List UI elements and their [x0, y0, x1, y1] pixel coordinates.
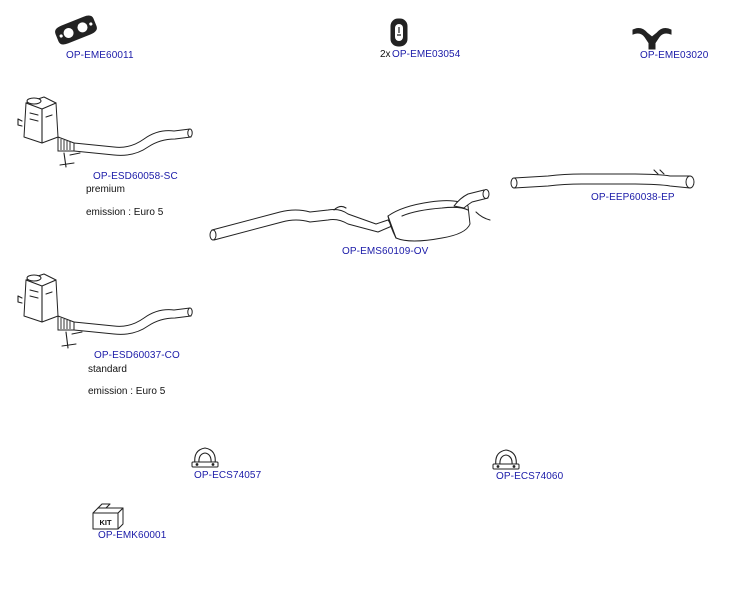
variant-label-esd60058: premium	[86, 184, 125, 195]
part-code-esd60037[interactable]: OP-ESD60037-CO	[94, 350, 180, 361]
variant-label-esd60037: standard	[88, 364, 127, 375]
part-code-eme03054[interactable]: OP-EME03054	[392, 49, 461, 60]
exhaust-gasket-icon	[55, 15, 97, 45]
pipe-clamp-icon	[191, 447, 219, 468]
dpf-downpipe-icon	[17, 273, 193, 349]
part-code-ecs74060[interactable]: OP-ECS74060	[496, 471, 564, 482]
emission-label-esd60037: emission : Euro 5	[88, 386, 166, 397]
part-code-emk60001[interactable]: OP-EMK60001	[98, 530, 167, 541]
middle-silencer-pipe-icon	[209, 189, 491, 242]
part-code-esd60058[interactable]: OP-ESD60058-SC	[93, 171, 178, 182]
mounting-kit-box-icon: KIT	[92, 503, 124, 530]
part-code-ems60109[interactable]: OP-EMS60109-OV	[342, 246, 429, 257]
rubber-hanger-icon	[390, 18, 408, 47]
part-code-eme03020[interactable]: OP-EME03020	[640, 50, 709, 61]
part-code-eme60011[interactable]: OP-EME60011	[66, 50, 134, 61]
part-code-ecs74057[interactable]: OP-ECS74057	[194, 470, 262, 481]
pipe-clamp-icon	[492, 449, 520, 470]
dpf-downpipe-icon	[17, 96, 193, 168]
y-mount-hanger-icon	[632, 28, 672, 50]
emission-label-esd60058: emission : Euro 5	[86, 207, 164, 218]
tailpipe-icon	[510, 169, 695, 189]
part-code-eep60038[interactable]: OP-EEP60038-EP	[591, 192, 675, 203]
kit-box-label: KIT	[99, 518, 112, 527]
quantity-label: 2x	[380, 49, 391, 60]
